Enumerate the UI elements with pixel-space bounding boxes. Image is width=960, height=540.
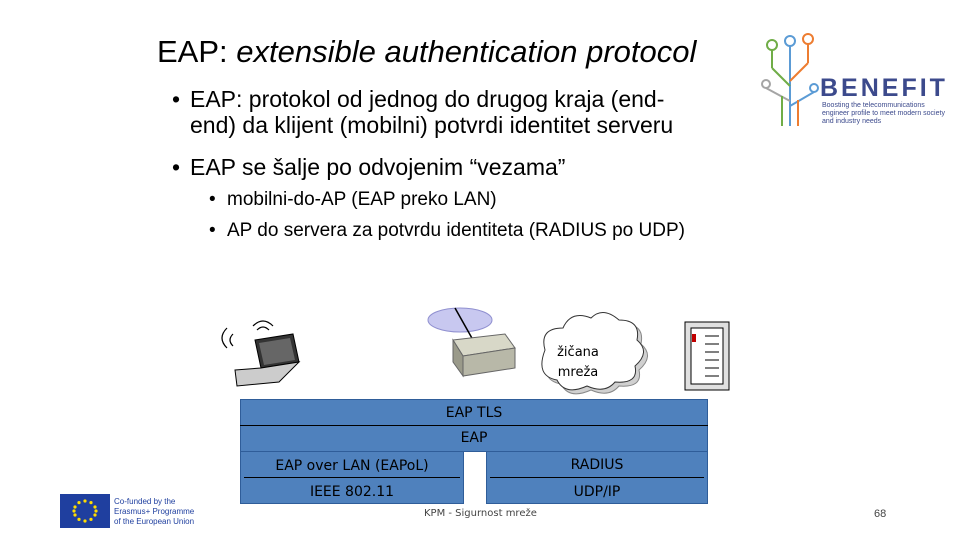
title-plain: EAP: xyxy=(157,34,237,69)
layer-divider xyxy=(490,477,704,478)
layer-radius: RADIUS xyxy=(570,457,624,473)
logo-tagline: Boosting the telecommunications engineer… xyxy=(822,102,945,125)
bullet-dot: • xyxy=(172,86,181,112)
eu-line-2: Erasmus+ Programme xyxy=(114,507,195,516)
layer-eapol: EAP over LAN (EAPoL) xyxy=(275,458,429,474)
eu-flag-icon xyxy=(60,494,110,528)
layer-udp: UDP/IP xyxy=(573,484,621,500)
layer-eap-tls: EAP TLS xyxy=(445,405,503,421)
sub-bullet-1-text: mobilni-do-AP (EAP preko LAN) xyxy=(227,189,497,210)
cloud-label: žičana mreža xyxy=(548,343,608,383)
laptop-icon xyxy=(221,320,301,387)
layer-ieee: IEEE 802.11 xyxy=(309,484,395,500)
bullet-dot: • xyxy=(209,220,216,241)
cloud-label-line-2: mreža xyxy=(557,365,599,380)
layer-divider xyxy=(240,425,708,426)
network-diagram xyxy=(221,307,730,395)
layer-divider xyxy=(244,477,460,478)
erasmus-logo: Co-funded by the Erasmus+ Programme of t… xyxy=(60,494,210,530)
circuit-tree-icon xyxy=(761,33,819,126)
page-number: 68 xyxy=(874,508,887,520)
logo-wordmark: BENEFIT xyxy=(820,74,948,102)
bullet-dot: • xyxy=(172,154,181,180)
wired-network-cloud-icon xyxy=(541,312,648,395)
eu-cofunded-text: Co-funded by the Erasmus+ Programme of t… xyxy=(114,497,194,527)
slide-title: EAP: extensible authentication protocol xyxy=(157,34,696,70)
benefit-logo: BENEFIT Boosting the telecommunications … xyxy=(760,26,946,136)
eu-line-1: Co-funded by the xyxy=(114,497,176,506)
cloud-label-line-1: žičana xyxy=(557,345,599,360)
server-icon xyxy=(684,321,730,391)
bullet-1-line-1: EAP: protokol od jednog do drugog kraja … xyxy=(190,86,665,112)
access-point-icon xyxy=(427,307,516,378)
title-italic: extensible authentication protocol xyxy=(236,34,697,69)
layer-eap: EAP xyxy=(460,430,488,446)
bullet-dot: • xyxy=(209,189,216,210)
eu-line-3: of the European Union xyxy=(114,517,195,526)
sub-bullet-2-text: AP do servera za potvrdu identiteta (RAD… xyxy=(227,220,685,241)
bullet-2-text: EAP se šalje po odvojenim “vezama” xyxy=(190,154,566,180)
footer-text: KPM - Sigurnost mreže xyxy=(424,508,537,519)
bullet-1-line-2: end) da klijent (mobilni) potvrdi identi… xyxy=(190,112,674,138)
